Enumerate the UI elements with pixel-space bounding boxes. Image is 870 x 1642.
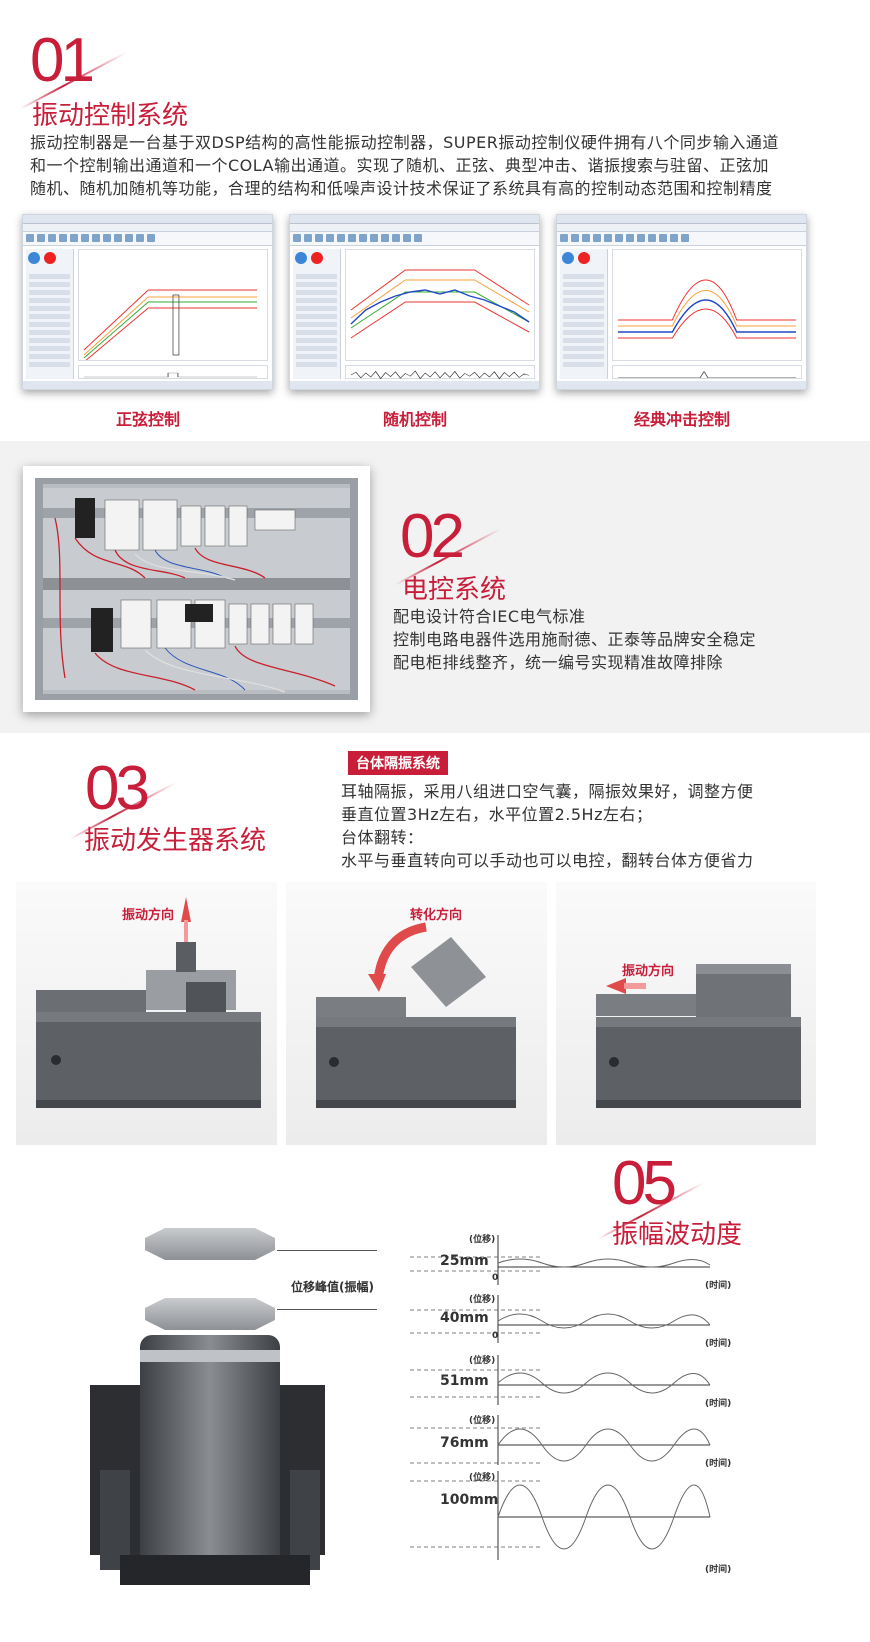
caption-sine-control: 正弦控制 (115, 410, 180, 429)
label-vibration-direction-1: 振动方向 (122, 908, 175, 923)
amplitude-51mm: 51mm (440, 1373, 489, 1389)
desc-line: 水平与垂直转向可以手动也可以电控，翻转台体方便省力 (341, 851, 754, 870)
amplitude-25mm: 25mm (440, 1253, 489, 1269)
amplitude-40mm: 40mm (440, 1310, 489, 1326)
y-axis-label: (位移) (469, 1235, 496, 1245)
y-axis-label: (位移) (469, 1356, 496, 1366)
section-03-description: 耳轴隔振，采用八组进口空气囊，隔振效果好，调整方便 垂直位置3Hz左右，水平位置… (341, 780, 841, 872)
screenshot-shock-control (556, 214, 807, 390)
desc-line: 控制电路电器件选用施耐德、正泰等品牌安全稳定 (393, 630, 757, 649)
shaker-photo-horizontal (556, 882, 816, 1145)
desc-line: 垂直位置3Hz左右，水平位置2.5Hz左右； (341, 805, 653, 824)
label-vibration-direction-2: 振动方向 (622, 964, 675, 979)
shaker-photo-vertical (16, 882, 277, 1145)
section-05-number: 05 (612, 1149, 677, 1218)
desc-line: 振动控制器是一台基于双DSP结构的高性能振动控制器，SUPER振动控制仪硬件拥有… (30, 133, 779, 152)
peak-bracket (277, 1250, 377, 1310)
section-02-title: 电控系统 (402, 575, 507, 605)
amplitude-76mm: 76mm (440, 1435, 489, 1451)
origin-label: 0 (492, 1331, 499, 1341)
screenshot-sine-control (22, 214, 273, 390)
amplitude-waveforms (380, 1225, 760, 1635)
section-01-number: 01 (30, 26, 95, 95)
section-02-description: 配电设计符合IEC电气标准 控制电路电器件选用施耐德、正泰等品牌安全稳定 配电柜… (393, 605, 833, 674)
section-01-title: 振动控制系统 (32, 101, 189, 131)
screenshot-random-control (289, 214, 540, 390)
shaker-amplitude-illustration (80, 1210, 380, 1630)
electric-cabinet-photo (23, 466, 370, 712)
section-01-description: 振动控制器是一台基于双DSP结构的高性能振动控制器，SUPER振动控制仪硬件拥有… (30, 131, 850, 200)
amplitude-100mm: 100mm (440, 1492, 499, 1508)
desc-line: 台体翻转： (341, 828, 424, 847)
y-axis-label: (位移) (469, 1416, 496, 1426)
x-axis-label: (时间) (705, 1459, 732, 1469)
origin-label: 0 (492, 1273, 499, 1283)
y-axis-label: (位移) (469, 1295, 496, 1305)
x-axis-label: (时间) (705, 1281, 732, 1291)
desc-line: 和一个控制输出通道和一个COLA输出通道。实现了随机、正弦、典型冲击、谐振搜索与… (30, 156, 769, 175)
y-axis-label: (位移) (469, 1473, 496, 1483)
section-02-number: 02 (400, 502, 465, 571)
isolation-system-tag: 台体隔振系统 (348, 751, 448, 775)
section-03-number: 03 (85, 754, 150, 823)
section-05-title: 振幅波动度 (612, 1220, 743, 1250)
label-rotation-direction: 转化方向 (410, 908, 463, 923)
caption-shock-control: 经典冲击控制 (633, 410, 730, 429)
x-axis-label: (时间) (705, 1399, 732, 1409)
desc-line: 耳轴隔振，采用八组进口空气囊，隔振效果好，调整方便 (341, 782, 754, 801)
x-axis-label: (时间) (705, 1565, 732, 1575)
x-axis-label: (时间) (705, 1339, 732, 1349)
section-03-title: 振动发生器系统 (84, 826, 267, 856)
desc-line: 配电设计符合IEC电气标准 (393, 607, 586, 626)
peak-label: 位移峰值(振幅) (291, 1280, 374, 1294)
caption-random-control: 随机控制 (382, 410, 447, 429)
desc-line: 配电柜排线整齐，统一编号实现精准故障排除 (393, 653, 724, 672)
desc-line: 随机、随机加随机等功能，合理的结构和低噪声设计技术保证了系统具有高的控制动态范围… (30, 179, 773, 198)
shaker-photo-rotating (286, 882, 547, 1145)
